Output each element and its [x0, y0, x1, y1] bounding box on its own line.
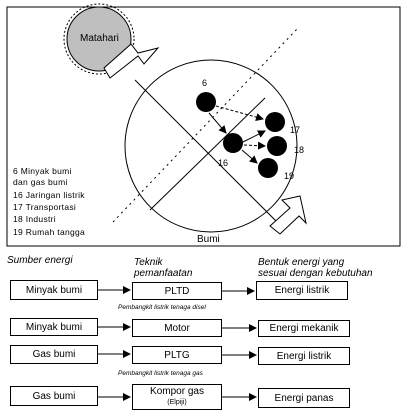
col-header-form-2: sesuai dengan kebutuhan [258, 268, 373, 279]
tech-box-4: Kompor gas (Elpiji) [132, 384, 222, 410]
tech-box-1-label: PLTD [164, 285, 190, 297]
result-box-2-label: Energi mekanik [269, 323, 339, 334]
earth-label: Bumi [197, 234, 220, 245]
result-box-1: Energi listrik [256, 281, 348, 300]
node-19 [258, 158, 278, 178]
tech-box-3-label: PLTG [164, 349, 190, 361]
node-6 [196, 92, 216, 112]
sun-beam-arrow [103, 43, 160, 79]
node-label-17: 17 [290, 125, 301, 135]
tech-box-4-label: Kompor gas [150, 386, 204, 397]
tech-box-4-sublabel: (Elpiji) [167, 399, 187, 406]
earth-axis-line-2 [149, 97, 266, 211]
arrow-16-18 [243, 141, 266, 150]
arrow-6-17 [215, 105, 264, 121]
arrow-6-16 [208, 112, 227, 134]
source-box-2-label: Minyak bumi [25, 321, 83, 333]
result-box-3-label: Energi listrik [276, 350, 332, 362]
node-label-6: 6 [202, 78, 208, 88]
node-label-16: 16 [218, 158, 229, 168]
outgoing-arrow [269, 195, 307, 235]
earth-axis-line-1 [134, 79, 281, 226]
tech-box-4-content: Kompor gas (Elpiji) [150, 386, 204, 408]
node-label-19: 19 [284, 171, 295, 181]
source-box-3: Gas bumi [10, 345, 98, 364]
sun-label: Matahari [80, 33, 119, 44]
legend-item-16: 16 Jaringan listrik [13, 190, 85, 200]
legend-item-18: 18 Industri [13, 214, 56, 224]
source-box-1-label: Minyak bumi [25, 284, 83, 296]
tech-box-3: PLTG [132, 346, 222, 364]
tech-box-1: PLTD [132, 282, 222, 300]
source-box-3-label: Gas bumi [32, 349, 76, 360]
node-16 [223, 133, 243, 153]
arrow-16-17 [242, 130, 266, 143]
diagram-frame [6, 6, 401, 247]
col-header-form-1: Bentuk energi yang [258, 257, 345, 268]
tech-box-2: Motor [132, 319, 222, 337]
node-17 [265, 112, 285, 132]
tech-box-2-label: Motor [164, 322, 190, 334]
caption-row-1: Pembangkit listrik tenaga disel [118, 304, 206, 311]
col-header-tech-1: Teknik [134, 257, 163, 268]
source-box-4: Gas bumi [10, 386, 98, 406]
result-box-1-label: Energi listrik [274, 285, 330, 296]
sun-rays [63, 3, 135, 75]
source-box-2: Minyak bumi [10, 318, 98, 336]
legend-item-17: 17 Transportasi [13, 202, 77, 212]
source-box-4-label: Gas bumi [32, 390, 76, 402]
result-box-4-label: Energi panas [274, 392, 334, 404]
node-18 [267, 136, 287, 156]
caption-row-3: Pembangkit listrik tenaga gas [118, 370, 203, 377]
earth-axis-dashed [112, 27, 299, 223]
arrow-16-19 [241, 149, 258, 164]
source-box-1: Minyak bumi [10, 280, 98, 300]
earth-circle [124, 59, 298, 233]
col-header-source: Sumber energi [7, 255, 73, 266]
node-label-18: 18 [294, 145, 305, 155]
result-box-4: Energi panas [258, 388, 350, 408]
legend-item-19: 19 Rumah tangga [13, 227, 86, 237]
result-box-2: Energi mekanik [258, 320, 350, 337]
sun-circle [66, 6, 132, 72]
legend-item-6-cont: dan gas bumi [13, 177, 68, 187]
col-header-tech-2: pemanfaatan [134, 268, 193, 279]
result-box-3: Energi listrik [258, 347, 350, 365]
legend-item-6: 6 Minyak bumi [13, 166, 72, 176]
